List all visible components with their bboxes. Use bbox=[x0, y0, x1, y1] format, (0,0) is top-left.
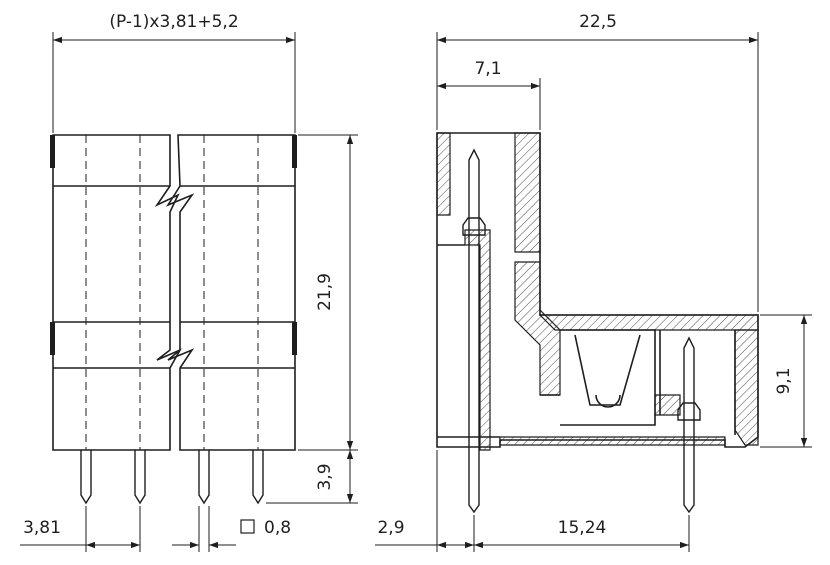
dim-width-formula: (P-1)x3,81+5,2 bbox=[109, 12, 238, 32]
side-pins bbox=[462, 148, 701, 514]
front-tab-left-mid bbox=[50, 322, 55, 355]
dim-total-length: 22,5 bbox=[579, 12, 617, 32]
side-pin-left bbox=[468, 148, 480, 514]
side-pin-left-clip bbox=[462, 217, 486, 236]
front-pin-2 bbox=[134, 450, 146, 505]
dim-pin-length: 3,9 bbox=[315, 463, 335, 490]
side-dimensions bbox=[375, 32, 812, 552]
front-pin-1 bbox=[80, 450, 92, 505]
front-body bbox=[52, 134, 296, 451]
dim-pin-spacing: 15,24 bbox=[558, 518, 607, 538]
dim-pin-offset: 2,9 bbox=[377, 518, 404, 538]
dim-pin-square: 0,8 bbox=[264, 518, 291, 538]
dim-lower-height: 9,1 bbox=[774, 367, 794, 394]
side-pin-right-clip bbox=[677, 402, 701, 421]
front-pin-4 bbox=[252, 450, 264, 505]
front-dimensions bbox=[20, 32, 358, 552]
side-hatched-sections bbox=[436, 132, 759, 451]
front-pins bbox=[80, 450, 264, 505]
front-tab-right-mid bbox=[292, 322, 297, 355]
square-pin-icon bbox=[240, 519, 255, 534]
front-hidden-lines bbox=[85, 135, 259, 450]
front-view: (P-1)x3,81+5,2 21,9 3,9 3,81 0,8 bbox=[20, 12, 358, 552]
side-outline bbox=[436, 132, 759, 448]
front-pin-3 bbox=[198, 450, 210, 505]
dim-pitch: 3,81 bbox=[23, 518, 61, 538]
side-pin-right bbox=[683, 336, 695, 514]
front-tab-right-top bbox=[292, 135, 297, 168]
dim-upper-width: 7,1 bbox=[474, 59, 501, 79]
dim-height-21-9: 21,9 bbox=[315, 273, 335, 311]
side-view: 22,5 7,1 9,1 2,9 15,24 bbox=[375, 12, 812, 552]
front-tab-left-top bbox=[50, 135, 55, 168]
